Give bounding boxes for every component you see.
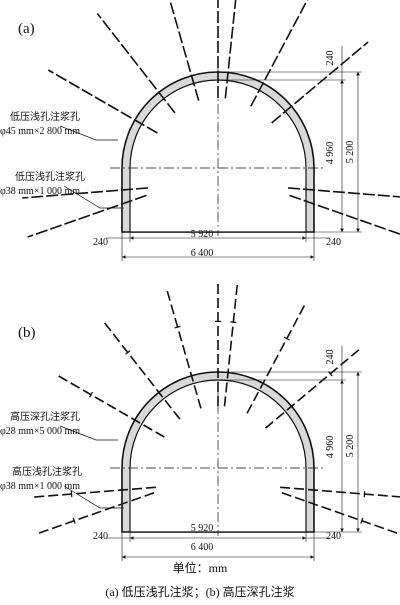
- panel-a-dim-crown: 240: [325, 51, 336, 66]
- panel-b-hole-upper-spec: φ28 mm×5 000 mm: [0, 426, 80, 437]
- panel-b-hole-tick-wall-2: [72, 517, 76, 524]
- panel-b-arrow-iw-r: [302, 536, 306, 540]
- panel-a-hole-upper-spec: φ45 mm×2 800 mm: [0, 126, 80, 137]
- panel-b-hole-lower-name: 高压浅孔注浆孔: [12, 465, 82, 478]
- panel-a-hole-arch-3: [168, 0, 200, 101]
- panel-a-dim-outer-height: 5 200: [345, 141, 356, 164]
- panel-b-hole-tick-arch-5: [89, 391, 94, 398]
- panel-b-arrow-iw-l: [130, 536, 134, 540]
- panel-b-hole-wall-2: [34, 492, 155, 536]
- panel-b-hole-lower-spec: φ38 mm×1 000 mm: [0, 481, 80, 492]
- panel-b-dim-outer-height: 5 200: [345, 435, 356, 458]
- panel-a-leader-lower: [63, 185, 124, 209]
- panel-a-dim-outer-width: 6 400: [191, 248, 214, 259]
- panel-b-arrow-ih-b: [340, 528, 344, 532]
- unit-label: 单位：mm: [173, 560, 228, 575]
- panel-b-arrow-ih-t: [340, 380, 344, 384]
- panel-a-tag: (a): [18, 21, 35, 37]
- panel-a-arrow-oh-t: [356, 72, 360, 76]
- panel-b-hole-wall-1: [280, 486, 400, 498]
- panel-b-hole-arch-0: [264, 346, 363, 429]
- panel-a-arrow-ih-t: [340, 80, 344, 84]
- panel-b-hole-tick-arch-2: [230, 321, 237, 324]
- panel-b-hole-wall-0: [30, 486, 156, 499]
- panel-a-hole-arch-2: [224, 0, 237, 99]
- panel-b-dim-crown: 240: [325, 350, 336, 365]
- panel-b-arrow-oh-t: [356, 372, 360, 376]
- panel-b-hole-upper-name: 高压深孔注浆孔: [10, 410, 80, 423]
- panel-b-dim-outer-width: 6 400: [191, 542, 214, 553]
- panel-a-hole-arch-0: [271, 41, 369, 124]
- panel-b-tag: (b): [18, 325, 36, 341]
- panel-a-dim-inner-height: 4 960: [325, 142, 336, 165]
- panel-a-arrow-iw-r: [302, 236, 306, 240]
- panel-b: (b) 高压深孔注浆孔 φ28 mm×5 000 mm 高压浅孔注浆孔 φ38 …: [0, 280, 400, 561]
- panel-a-arrow-iw-l: [130, 236, 134, 240]
- panel-b-dim-wall-left: 240: [93, 531, 108, 542]
- panel-b-hole-arch-5: [54, 373, 165, 438]
- panel-b-hole-tick-arch-1: [283, 336, 290, 341]
- panel-a-dim-wall-right: 240: [326, 237, 341, 248]
- panel-a-hole-arch-4: [96, 13, 176, 114]
- panel-a-hole-wall-3: [289, 194, 400, 235]
- panel-b-hole-wall-3: [281, 492, 400, 535]
- panel-b-drawing: [30, 280, 400, 561]
- panel-b-hole-arch-2: [223, 280, 239, 407]
- panel-a-arrow-ow-r: [310, 255, 314, 259]
- panel-a-dim-wall-left: 240: [93, 237, 108, 248]
- panel-a-hole-arch-5: [47, 69, 158, 134]
- panel-a-arrow-ow-l: [122, 255, 126, 259]
- panel-a-hole-upper-name: 低压浅孔注浆孔: [10, 110, 80, 123]
- panel-a-hole-wall-2: [27, 194, 147, 238]
- panel-a-arrow-oh-b: [356, 228, 360, 232]
- panel-b-leader-lower: [63, 485, 124, 509]
- panel-a-arrow-ih-b: [340, 228, 344, 232]
- panel-a-hole-wall-0: [22, 187, 148, 199]
- panel-b-arrow-oh-b: [356, 528, 360, 532]
- panel-b-hole-arch-4: [101, 319, 181, 420]
- panel-b-dim-wall-right: 240: [326, 531, 341, 542]
- panel-b-hole-tick-arch-4: [125, 350, 131, 355]
- panel-a-leader-upper: [59, 125, 118, 141]
- panel-b-hole-arch-1: [246, 301, 307, 414]
- panel-b-hole-arch-3: [165, 287, 202, 409]
- panel-a-hole-lower-spec: φ38 mm×1 000 mm: [0, 186, 80, 197]
- panel-b-arrow-ow-l: [122, 555, 126, 559]
- panel-b-leader-upper: [59, 425, 118, 441]
- panel-b-arrow-ow-r: [310, 555, 314, 559]
- panel-b-hole-tick-arch-3: [174, 325, 181, 329]
- panel-b-dim-inner-height: 4 960: [325, 436, 336, 459]
- panel-a-drawing: [22, 0, 400, 261]
- panel-a-hole-wall-1: [288, 187, 400, 198]
- panel-a-hole-arch-1: [250, 0, 309, 107]
- panel-a-hole-lower-name: 低压浅孔注浆孔: [15, 170, 85, 183]
- panel-b-dim-inner-width: 5 920: [191, 523, 214, 534]
- figure-caption: (a) 低压浅孔注浆；(b) 高压深孔注浆: [105, 584, 294, 599]
- panel-a: (a) 低压浅孔注浆孔 φ45 mm×2 800 mm 低压浅孔注浆孔 φ38 …: [0, 0, 400, 261]
- panel-a-dim-inner-width: 5 920: [191, 229, 214, 240]
- panel-b-hole-tick-wall-3: [360, 517, 364, 524]
